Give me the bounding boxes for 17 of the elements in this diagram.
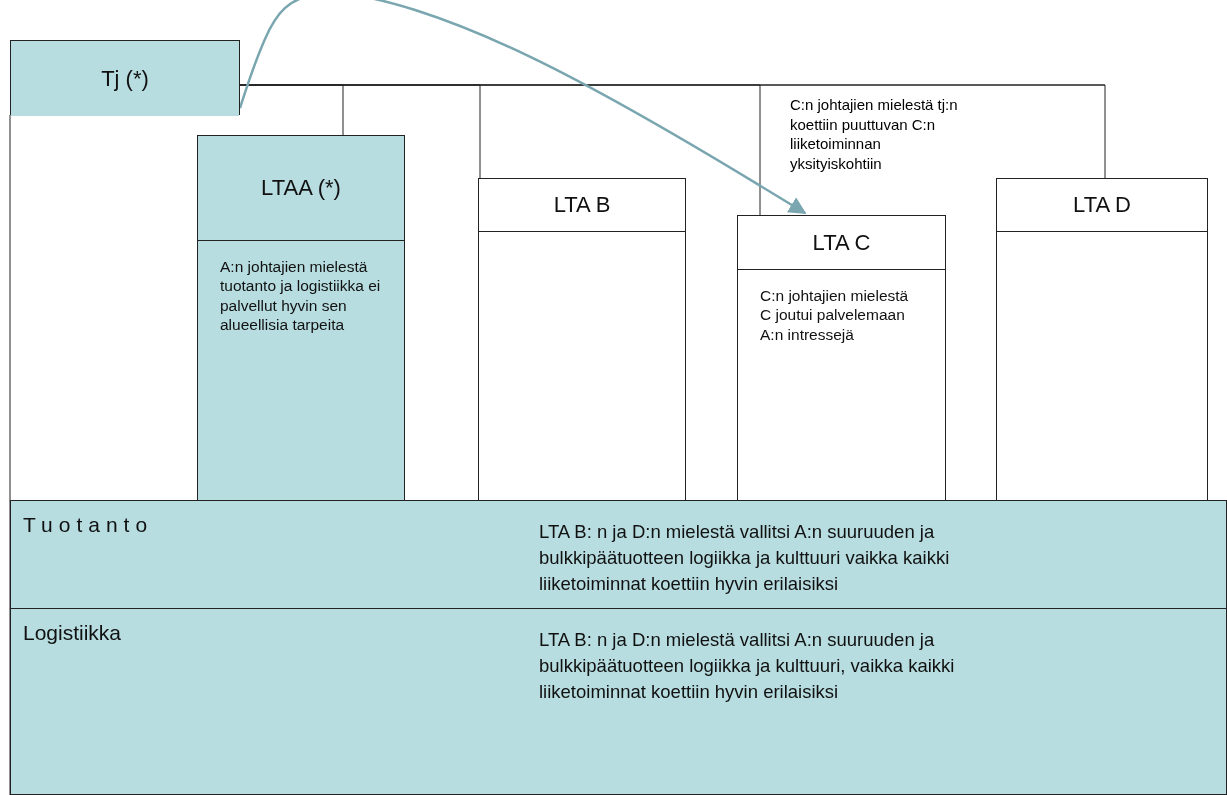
business-unit-box [996,178,1208,501]
function-band [10,500,1227,609]
unit-title: LTAA (*) [198,136,404,241]
unit-note: C:n johtajien mielestä C joutui palvelemaan A:n intressejä [759,286,910,345]
unit-title: Tj (*) [11,41,239,116]
unit-note: A:n johtajien mielestä tuotanto ja logistiikka ei palvellut hyvin sen alueellisia tarpeita [198,241,404,500]
unit-note: LTA B: n ja D:n mielestä vallitsi A:n suuruuden ja bulkkipäätuotteen logiikka ja kulttuuri, vaikka kaikki liiketoiminnat koettiin hyvin erilaisiksi [539,628,956,704]
annotation-text: C:n johtajien mielestä tj:n koettiin puuttuvan C:n liiketoiminnan yksityiskohtiin [790,95,959,173]
business-unit-box [737,215,946,501]
function-band [10,608,1227,795]
business-unit-box [478,178,686,501]
unit-title: Tuotanto [23,513,154,537]
arrow [238,0,807,215]
connector-line [239,84,1106,179]
unit-title: Logistiikka [23,621,122,645]
business-unit-box [197,135,405,501]
unit-note: LTA B: n ja D:n mielestä vallitsi A:n suuruuden ja bulkkipäätuotteen logiikka ja kulttuuri vaikka kaikki liiketoiminnat koettiin hyvin erilaisiksi [539,520,951,596]
